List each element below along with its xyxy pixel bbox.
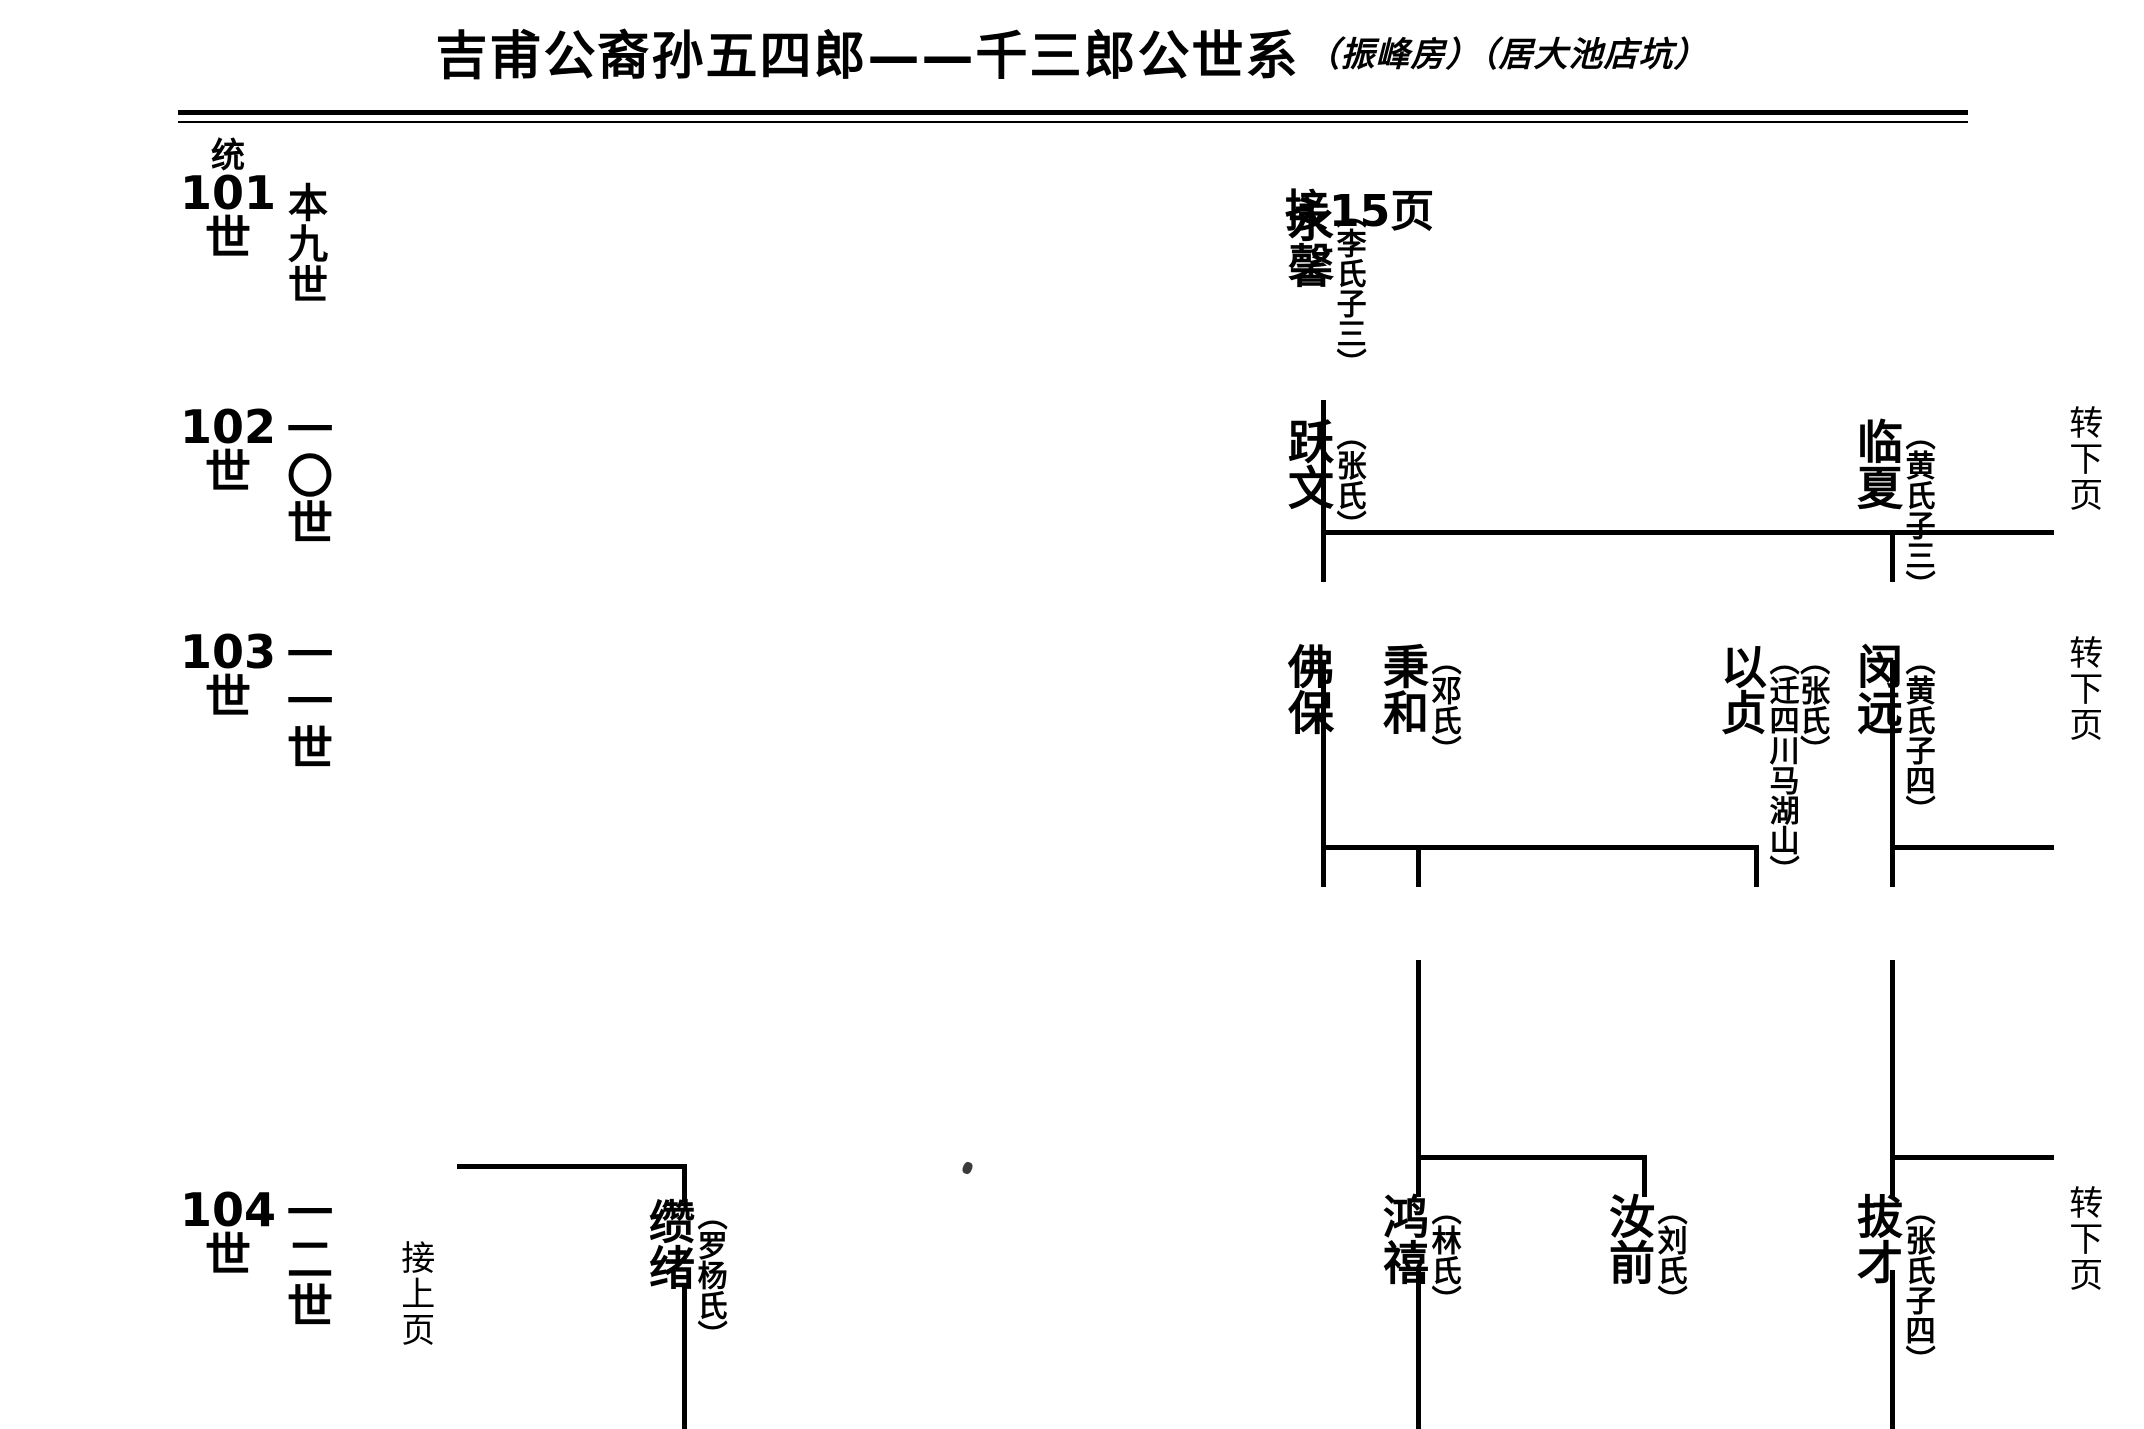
generation-101-number: 101 <box>179 166 277 221</box>
title-sub-text: （振峰房）（居大池店坑） <box>1305 35 1709 75</box>
person-minyuan: 闵远 （黄氏子四） <box>1850 643 1935 825</box>
connector-vertical-zuanxu-down <box>682 1283 687 1429</box>
person-note-linxia: （黄氏子三） <box>1899 420 1935 600</box>
generation-101-suffix: 世 <box>205 211 251 266</box>
connector-vertical-yongxin <box>1321 400 1326 533</box>
person-bacai: 拔才 （张氏子四） <box>1850 1193 1935 1375</box>
connector-bus-zuanxu <box>457 1164 687 1169</box>
generation-label-101: 统 101 世 <box>178 136 278 266</box>
person-note-minyuan: （黄氏子四） <box>1899 645 1935 825</box>
person-name-linxia: 临夏 <box>1850 418 1904 510</box>
generation-label-101-local: 本九世 <box>281 182 327 305</box>
ref-turn-next-page-2: 转下页 <box>2062 635 2103 743</box>
person-name-yuewen: 跃文 <box>1281 418 1335 510</box>
generation-label-102-local: 一〇世 <box>280 405 334 546</box>
generation-label-104-local: 一二世 <box>280 1188 334 1329</box>
person-note-binghe: （邓氏） <box>1425 645 1461 765</box>
title-main-text: 吉甫公裔孙五四郎——千三郎公世系 <box>435 27 1300 87</box>
page-title: 吉甫公裔孙五四郎——千三郎公世系（振峰房）（居大池店坑） <box>0 14 2144 89</box>
person-binghe: 秉和 （邓氏） <box>1376 643 1461 765</box>
generation-101-prefix: 统 <box>211 136 245 176</box>
person-name-ruqian: 汝前 <box>1602 1193 1656 1285</box>
person-note-yuewen: （张氏） <box>1330 420 1366 540</box>
connector-bus-binghe-children <box>1416 1155 1647 1160</box>
connector-drop-ruqian <box>1642 1155 1647 1197</box>
ref-continue-from-previous-page: 接上页 <box>394 1240 435 1348</box>
ref-turn-next-page-1: 转下页 <box>2062 405 2103 513</box>
connector-vertical-linxia <box>1890 660 1895 850</box>
title-rule-thick <box>178 110 1968 115</box>
connector-bus-generation-102 <box>1321 530 2054 535</box>
connector-bus-yuewen-children <box>1321 845 1759 850</box>
person-note-hongxi: （林氏） <box>1425 1195 1461 1315</box>
person-name-minyuan: 闵远 <box>1850 643 1904 735</box>
person-name-hongxi: 鸿禧 <box>1376 1193 1430 1285</box>
person-note-ruqian: （刘氏） <box>1651 1195 1687 1315</box>
person-note2-yizhen: （张氏） <box>1794 645 1830 765</box>
connector-vertical-binghe <box>1416 960 1421 1160</box>
generation-label-103: 103 世 <box>178 625 278 725</box>
person-hongxi: 鸿禧 （林氏） <box>1376 1193 1461 1315</box>
person-linxia: 临夏 （黄氏子三） <box>1850 418 1935 600</box>
connector-drop-minyuan <box>1890 845 1895 887</box>
connector-vertical-minyuan <box>1890 960 1895 1160</box>
person-yongxin: 永馨 （李氏子三） <box>1281 196 1366 378</box>
person-name-yongxin: 永馨 <box>1281 196 1335 288</box>
person-yizhen: 以贞 （迁四川马湖山） （张氏） <box>1714 643 1830 885</box>
person-note-bacai: （张氏子四） <box>1899 1195 1935 1375</box>
connector-drop-binghe <box>1416 845 1421 887</box>
person-fobao: 佛保 <box>1281 643 1335 735</box>
person-note-zuanxu: （罗杨氏） <box>691 1200 727 1350</box>
connector-drop-fobao <box>1321 845 1326 887</box>
title-rule-thin <box>178 121 1968 123</box>
connector-drop-zuanxu <box>682 1164 687 1202</box>
person-name-yizhen: 以贞 <box>1714 643 1768 735</box>
generation-label-103-local: 一一世 <box>280 630 334 771</box>
generation-103-suffix: 世 <box>205 670 251 725</box>
connector-drop-bacai <box>1890 1155 1895 1197</box>
generation-102-suffix: 世 <box>205 445 251 500</box>
connector-vertical-yuewen <box>1321 660 1326 850</box>
connector-drop-yuewen <box>1321 530 1326 582</box>
generation-104-suffix: 世 <box>205 1228 251 1283</box>
person-name-bacai: 拔才 <box>1850 1193 1904 1285</box>
generation-label-104: 104 世 <box>178 1183 278 1283</box>
connector-bus-linxia-children <box>1890 845 2054 850</box>
person-ruqian: 汝前 （刘氏） <box>1602 1193 1687 1315</box>
person-yuewen: 跃文 （张氏） <box>1281 418 1366 540</box>
person-name-zuanxu: 缵绪 <box>642 1198 696 1290</box>
person-note-yongxin: （李氏子三） <box>1330 198 1366 378</box>
connector-drop-linxia <box>1890 530 1895 582</box>
ref-turn-next-page-3: 转下页 <box>2062 1185 2103 1293</box>
generation-104-number: 104 <box>179 1183 277 1237</box>
person-zuanxu: 缵绪 （罗杨氏） <box>642 1198 727 1350</box>
connector-vertical-bacai-down <box>1890 1270 1895 1429</box>
connector-bus-minyuan-children <box>1890 1155 2054 1160</box>
generation-103-number: 103 <box>179 625 277 679</box>
generation-102-number: 102 <box>179 400 277 454</box>
generation-label-102: 102 世 <box>178 400 278 500</box>
connector-drop-hongxi <box>1416 1155 1421 1197</box>
connector-drop-yizhen <box>1754 845 1759 887</box>
ink-speck <box>961 1160 974 1176</box>
ref-continue-from-page-15: 接15页 <box>1285 186 1435 237</box>
person-note-yizhen: （迁四川马湖山） <box>1763 645 1799 885</box>
connector-vertical-hongxi-down <box>1416 1270 1421 1429</box>
person-name-binghe: 秉和 <box>1376 643 1430 735</box>
person-name-fobao: 佛保 <box>1281 643 1335 735</box>
